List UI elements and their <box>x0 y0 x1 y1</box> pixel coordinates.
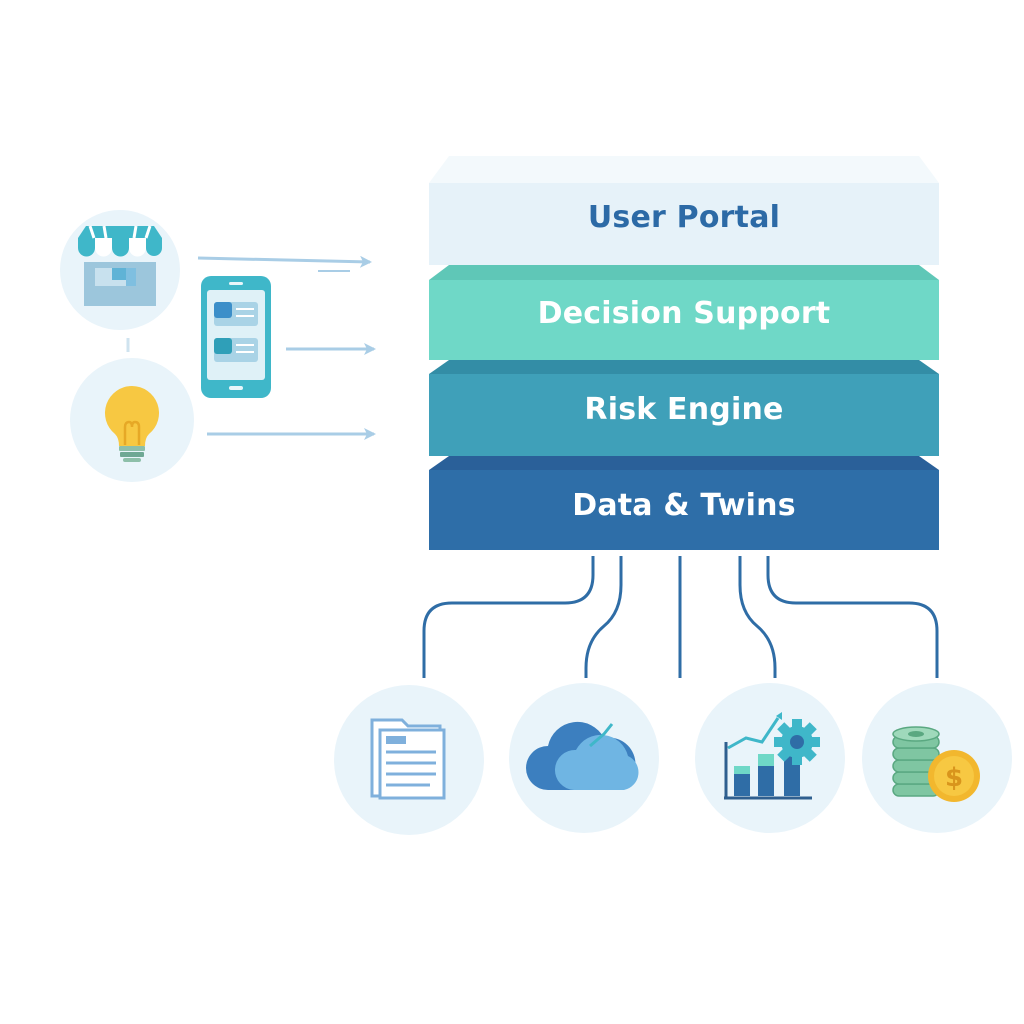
storefront-icon <box>60 210 180 330</box>
layer-label-user-portal: User Portal <box>587 200 781 235</box>
layer-risk-engine <box>429 360 939 456</box>
svg-text:$: $ <box>945 763 963 793</box>
smartphone-icon <box>201 276 271 398</box>
layer-label-decision-support: Decision Support <box>537 296 831 331</box>
cloud-icon <box>509 683 659 833</box>
layer-label-data-twins: Data & Twins <box>572 488 796 523</box>
money-coins-icon: $ <box>862 683 1012 833</box>
layer-user-portal <box>429 156 939 265</box>
arrow-storefront <box>197 255 372 268</box>
analytics-chart-gear-icon <box>695 683 845 833</box>
layer-stack <box>429 156 939 550</box>
source-connectors <box>422 556 939 678</box>
layer-decision-support <box>429 265 939 360</box>
lightbulb-icon <box>70 358 194 482</box>
layer-label-risk-engine: Risk Engine <box>584 392 784 427</box>
layer-data-twins <box>429 456 939 550</box>
document-icon <box>334 685 484 835</box>
input-arrows <box>197 255 376 440</box>
